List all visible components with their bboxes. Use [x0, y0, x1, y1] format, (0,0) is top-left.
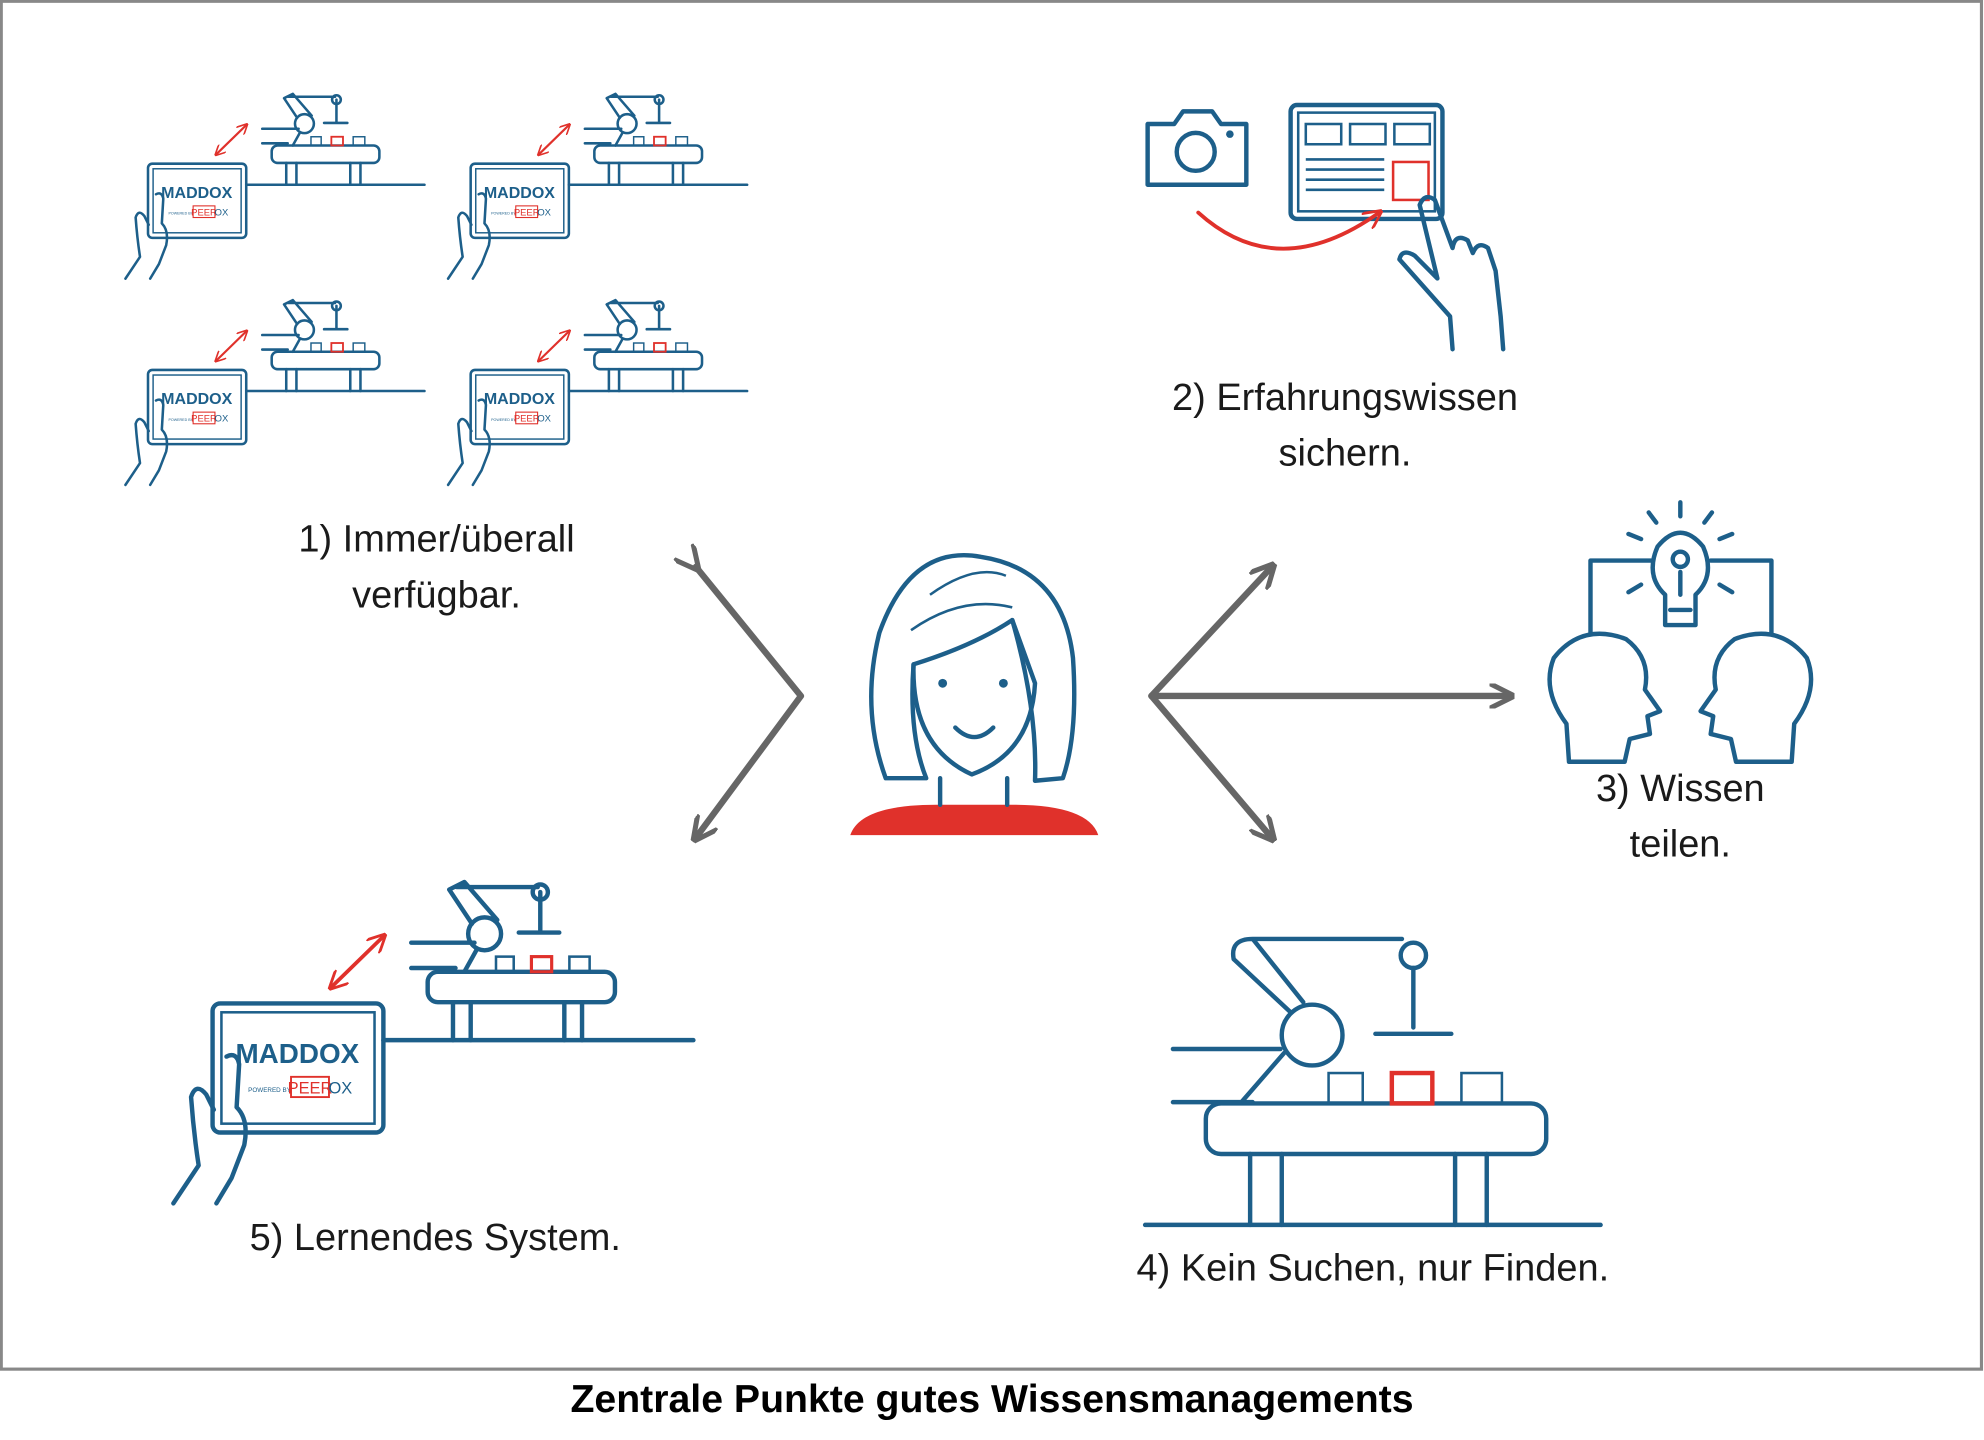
point-5-label: 5) Lernendes System.: [250, 1217, 621, 1259]
tablet-robot-scene-2: [448, 94, 747, 279]
point-1-line2: verfügbar.: [352, 574, 521, 616]
diagram-frame: [0, 0, 1984, 1371]
tablet-robot-scene-4: [448, 300, 747, 485]
camera-icon: [1145, 109, 1249, 187]
point-2-line2: sichern.: [1279, 433, 1412, 475]
diagram-caption: Zentrale Punkte gutes Wissensmanagements: [570, 1377, 1413, 1421]
arrows-right: [1148, 567, 1509, 838]
arrows-left: [696, 567, 805, 838]
sharing-heads-icon: [1547, 500, 1814, 764]
point-3-line2: teilen.: [1630, 824, 1731, 866]
point-1-line1: 1) Immer/überall: [298, 519, 574, 561]
woman-avatar-icon: [850, 553, 1099, 836]
pointing-hand-icon: [1397, 194, 1506, 352]
transfer-arrow-icon: [1196, 213, 1379, 251]
point-2-line1: 2) Erfahrungswissen: [1172, 377, 1518, 419]
tablet-robot-scene-1: [125, 94, 424, 279]
point-4-label: 4) Kein Suchen, nur Finden.: [1137, 1248, 1610, 1290]
tablet-robot-scene-3: [125, 300, 424, 485]
point-3-line1: 3) Wissen: [1596, 768, 1765, 810]
tablet-robot-scene-large: [173, 882, 693, 1203]
robot-arm-icon: [1142, 936, 1603, 1228]
